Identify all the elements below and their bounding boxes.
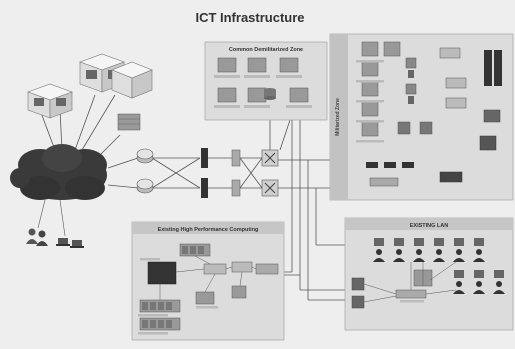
- server-cluster-icon: [179, 243, 211, 257]
- server-icon: [195, 291, 215, 305]
- dmz-servers: [214, 57, 312, 108]
- remote-server-rack: [117, 113, 141, 131]
- workstation-icon: [453, 270, 465, 294]
- militarized-devices: [356, 41, 502, 187]
- laptop-icon: [70, 240, 84, 248]
- router-icon: [136, 178, 154, 194]
- server-label-bar: [400, 300, 424, 303]
- db-icon: [264, 88, 276, 100]
- server-icon: [247, 87, 267, 103]
- server-icon: [279, 57, 299, 73]
- server-icon: [217, 87, 237, 103]
- firewall-icon: [201, 148, 208, 168]
- server-icon: [361, 41, 379, 57]
- firewalls: [201, 148, 241, 198]
- hpc-zone-title: Existing High Performance Computing: [158, 227, 259, 233]
- server-icon: [361, 61, 379, 77]
- firewall-icon: [201, 178, 208, 198]
- server-label-bar: [138, 332, 168, 335]
- workstation-icon: [397, 121, 433, 135]
- workstation-icon: [413, 238, 425, 262]
- server-cluster-icon: [139, 299, 181, 313]
- hpc-devices: [138, 243, 279, 335]
- edge-routers: [136, 148, 154, 194]
- server-label-bar: [138, 314, 168, 317]
- router-icon: [136, 148, 154, 164]
- server-icon: [361, 121, 379, 137]
- workstation-icon: [393, 238, 405, 262]
- server-icon: [383, 41, 401, 57]
- workstation-icon: [373, 238, 385, 262]
- mobile-users: [26, 199, 84, 248]
- lan-devices: [351, 238, 505, 309]
- server-icon: [231, 285, 247, 299]
- lan-zone: EXISTING LAN: [344, 217, 514, 331]
- server-label-bar: [356, 140, 384, 143]
- server-label-bar: [244, 105, 270, 108]
- workstation-icon: [473, 238, 485, 262]
- server-label-bar: [140, 258, 160, 261]
- diagram-title: ICT Infrastructure: [195, 10, 304, 25]
- militarized-zone-title: Militarized Zone: [335, 98, 341, 136]
- network-icon: [483, 109, 501, 123]
- storage-array-icon: [484, 50, 502, 86]
- server-label-bar: [356, 60, 384, 63]
- core-switch-icon: [261, 149, 279, 167]
- switch-icon: [203, 263, 227, 275]
- dmz-zone: Common Demilitarized Zone: [204, 41, 328, 121]
- server-icon: [217, 57, 237, 73]
- server-icon: [479, 135, 497, 151]
- workstation-icon: [493, 270, 505, 294]
- server-icon: [361, 101, 379, 117]
- remote-sites: [27, 53, 153, 131]
- server-label-bar: [196, 306, 218, 309]
- server-label-bar: [276, 75, 302, 78]
- server-label-bar: [214, 105, 240, 108]
- laptop-icon: [56, 238, 70, 246]
- switch-icon: [369, 177, 399, 187]
- firewall-icon: [366, 162, 414, 168]
- user-icon: [36, 230, 48, 246]
- remote-building-1: [27, 83, 73, 119]
- dmz-zone-title: Common Demilitarized Zone: [229, 47, 303, 53]
- switch-icon: [231, 261, 253, 273]
- core-switches: [261, 149, 279, 197]
- server-label-bar: [356, 80, 384, 83]
- workstation-icon: [405, 83, 417, 104]
- switch-icon: [439, 47, 461, 59]
- remote-building-3: [111, 61, 153, 99]
- server-icon: [247, 57, 267, 73]
- switch-icon: [255, 263, 279, 275]
- lan-zone-title: EXISTING LAN: [410, 223, 449, 229]
- ips-device-icon: [231, 179, 241, 197]
- workstation-icon: [473, 270, 485, 294]
- server-rack-icon: [147, 261, 177, 285]
- switch-icon: [395, 289, 427, 299]
- server-label-bar: [356, 100, 384, 103]
- workstation-icon: [433, 238, 445, 262]
- workstation-row: [373, 238, 485, 262]
- server-cluster-icon: [139, 317, 181, 331]
- workstation-row: [453, 270, 505, 294]
- switch-icon: [445, 97, 467, 109]
- server-label-bar: [214, 75, 240, 78]
- switch-icon: [445, 77, 467, 89]
- server-icon: [289, 87, 309, 103]
- server-label-bar: [244, 75, 270, 78]
- internet-cloud: [10, 144, 107, 200]
- workstation-icon: [453, 238, 465, 262]
- server-label-bar: [286, 105, 312, 108]
- server-icon: [361, 81, 379, 97]
- switch-icon: [439, 171, 463, 183]
- core-switch-icon: [261, 179, 279, 197]
- user-icon: [26, 228, 38, 244]
- ips-device-icon: [231, 149, 241, 167]
- server-label-bar: [356, 120, 384, 123]
- server-icon: [351, 277, 365, 309]
- workstation-icon: [405, 57, 417, 78]
